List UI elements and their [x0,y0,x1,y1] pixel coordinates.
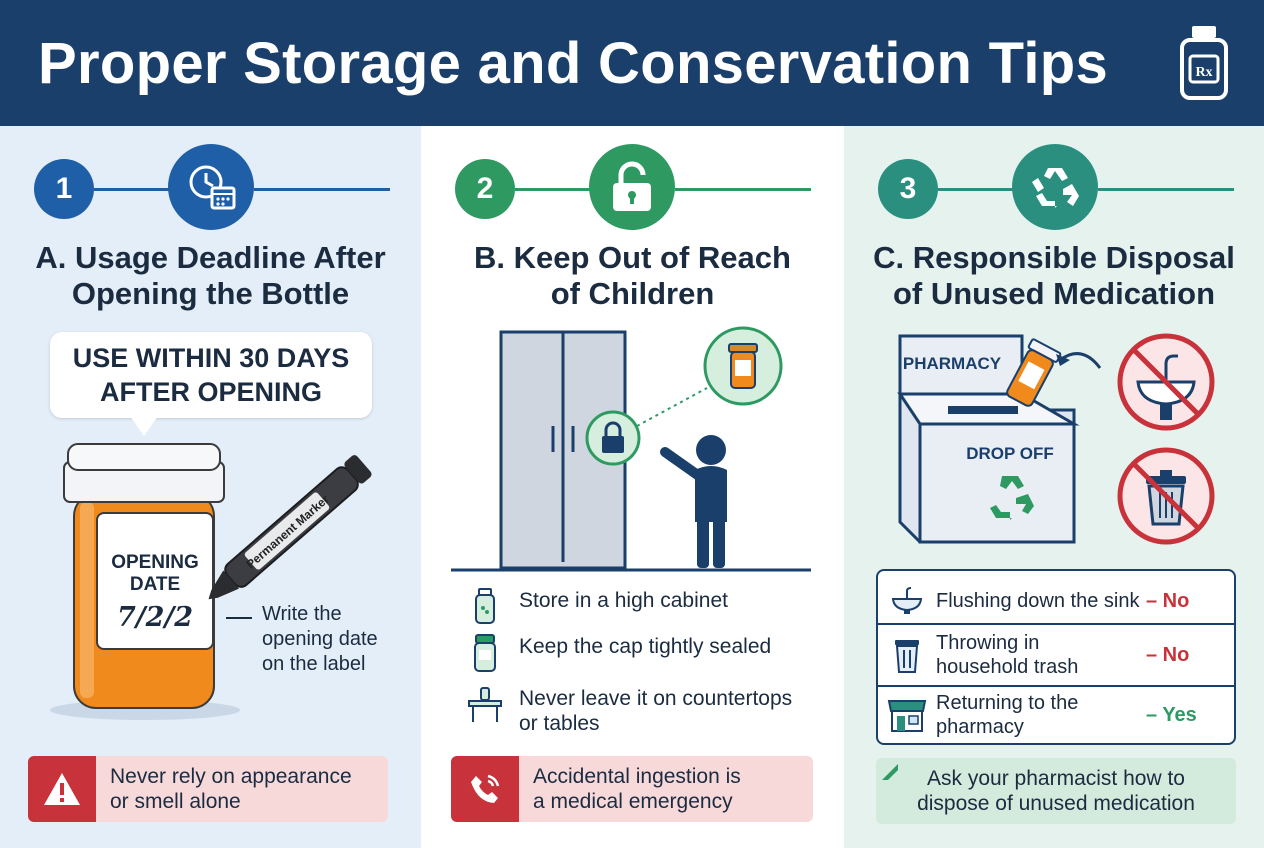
row-divider [878,685,1234,687]
step-connector [94,188,170,191]
svg-text:Rx: Rx [1195,65,1212,80]
phone-call-icon [451,756,519,822]
trash-can-icon [878,636,936,674]
table-icon [467,686,503,726]
step-connector [675,188,811,191]
recycle-icon [1012,144,1098,230]
sink-icon [878,587,936,615]
section-keep-out-of-reach: 2 B. Keep Out of Reach of Children [421,126,844,848]
unlocked-padlock-icon [589,144,675,230]
tip-item: Never leave it on countertops or tables [467,686,792,736]
svg-text:Permanent Marker: Permanent Marker [244,492,332,571]
verdict-yes: – Yes [1146,703,1197,726]
emergency-alert: Accidental ingestion is a medical emerge… [451,756,813,822]
header-banner: Proper Storage and Conservation Tips Rx [0,0,1264,126]
section-title: A. Usage Deadline After Opening the Bott… [35,240,386,311]
step-connector [1098,188,1234,191]
no-sink-icon [1117,333,1215,431]
step-connector [938,188,1014,191]
row-divider [878,623,1234,625]
pointer-line [226,617,252,619]
pharmacist-tip: Ask your pharmacist how to dispose of un… [876,758,1236,824]
clock-calendar-icon [168,144,254,230]
step-number-1: 1 [34,159,94,219]
speech-bubble: USE WITHIN 30 DAYS AFTER OPENING [50,332,372,436]
instruction-note: Write the opening date on the label [262,603,378,675]
tip-item: Store in a high cabinet [467,588,728,628]
section-responsible-disposal: 3 C. Responsible Disposal of Unused Medi… [844,126,1264,848]
permanent-marker-icon: Permanent Marker [208,455,372,600]
svg-text:DROP OFF: DROP OFF [966,444,1054,463]
disposal-methods-table: Flushing down the sink – No Throwing in … [876,569,1236,745]
step-connector [254,188,390,191]
warning-icon [28,756,96,822]
verdict-no: – No [1146,643,1190,666]
section-usage-deadline: 1 A. Usage Deadline After Opening the Bo… [0,126,421,848]
section-title: C. Responsible Disposal of Unused Medica… [873,240,1235,311]
step-number-2: 2 [455,159,515,219]
step-connector [515,188,591,191]
step-number-3: 3 [878,159,938,219]
prescription-bottle-icon: Rx [1180,26,1228,100]
drop-off-box-illustration: PHARMACY DROP OFF [897,334,1102,544]
tip-item: Keep the cap tightly sealed [467,634,771,674]
verdict-no: – No [1146,589,1190,612]
table-row: Throwing in household trash – No [878,629,1234,681]
table-row: Returning to the pharmacy – Yes [878,689,1234,741]
page-title: Proper Storage and Conservation Tips [38,31,1109,96]
table-row: Flushing down the sink – No [878,583,1234,619]
no-trash-icon [1117,447,1215,545]
section-title: B. Keep Out of Reach of Children [474,240,791,311]
corner-accent-icon [882,764,898,780]
warning-alert: Never rely on appearance or smell alone [28,756,388,822]
pharmacy-store-icon [878,697,936,733]
capped-bottle-icon [467,634,503,674]
opening-date-label: OPENING DATE 7/2/2 [96,512,214,650]
cabinet-child-illustration [451,326,811,572]
medicine-bottle-icon [467,588,503,628]
svg-text:PHARMACY: PHARMACY [903,354,1002,373]
